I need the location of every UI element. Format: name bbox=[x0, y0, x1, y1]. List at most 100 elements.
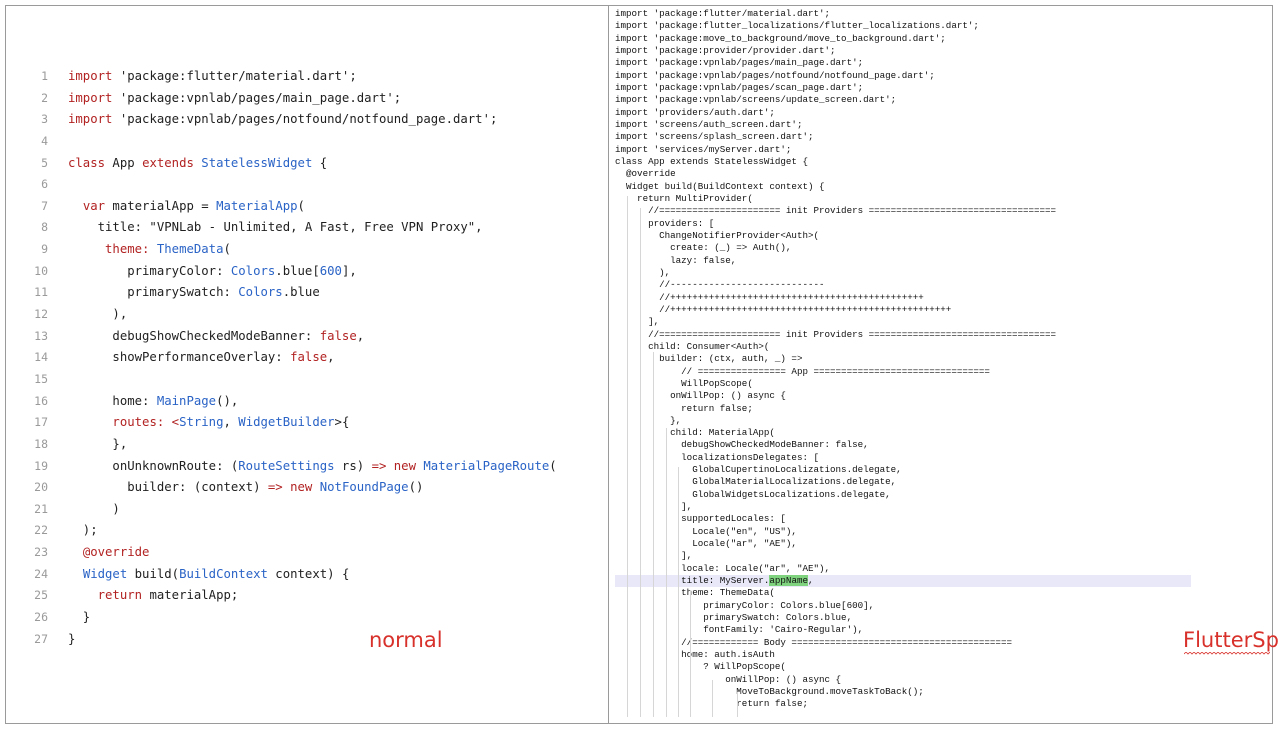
line-code: routes: <String, WidgetBuilder>{ bbox=[112, 415, 350, 430]
code-line: 25 return materialApp; bbox=[6, 585, 606, 607]
code-line: 27} bbox=[6, 629, 606, 651]
code-line: 21 ) bbox=[6, 499, 606, 521]
decompiled-line: supportedLocales: [ bbox=[615, 513, 786, 525]
decompiled-line: //====================== init Providers … bbox=[615, 205, 1057, 217]
line-number: 14 bbox=[34, 350, 48, 365]
decompiled-line: class App extends StatelessWidget { bbox=[615, 155, 808, 167]
line-number: 17 bbox=[34, 415, 48, 430]
right-code-panel: import 'package:flutter/material.dart';i… bbox=[615, 8, 1215, 711]
decompiled-line: return false; bbox=[736, 698, 808, 710]
decompiled-line: ], bbox=[681, 550, 693, 562]
line-number: 21 bbox=[34, 501, 48, 516]
decompiled-line: import 'package:vpnlab/screens/update_sc… bbox=[615, 94, 897, 106]
line-code: Widget build(BuildContext context) { bbox=[82, 566, 350, 581]
line-code: showPerformanceOverlay: false, bbox=[68, 350, 335, 365]
decompiled-line: builder: (ctx, auth, _) => bbox=[615, 353, 803, 365]
decompiled-line: primaryColor: Colors.blue[600], bbox=[615, 599, 875, 611]
decompiled-line: onWillPop: () async { bbox=[615, 673, 842, 685]
line-number: 13 bbox=[34, 328, 48, 343]
decompiled-line: //====================== init Providers … bbox=[615, 328, 1057, 340]
decompiled-line: //++++++++++++++++++++++++++++++++++++++… bbox=[615, 303, 952, 315]
decompiled-line: import 'package:move_to_background/move_… bbox=[615, 32, 946, 44]
decompiled-line: WillPopScope( bbox=[615, 377, 753, 389]
code-line: 8 title: "VPNLab - Unlimited, A Fast, Fr… bbox=[6, 217, 606, 239]
line-code: } bbox=[68, 610, 91, 625]
decompiled-line: import 'package:vpnlab/pages/main_page.d… bbox=[615, 57, 864, 69]
code-line: 9 theme: ThemeData( bbox=[6, 239, 606, 261]
line-number: 4 bbox=[41, 133, 48, 148]
code-line: 2 import 'package:vpnlab/pages/main_page.… bbox=[6, 88, 606, 110]
decompiled-line: GlobalMaterialLocalizations.delegate, bbox=[615, 476, 897, 488]
line-code: onUnknownRoute: (RouteSettings rs) => ne… bbox=[68, 458, 557, 473]
decompiled-line: import 'package:vpnlab/pages/notfound/no… bbox=[615, 69, 935, 81]
decompiled-line: title: MyServer.appName, bbox=[615, 575, 1191, 588]
decompiled-line: Widget build(BuildContext context) { bbox=[615, 180, 825, 192]
decompiled-line: theme: ThemeData( bbox=[615, 587, 775, 599]
line-number: 26 bbox=[34, 610, 48, 625]
decompiled-line: import 'providers/auth.dart'; bbox=[615, 106, 775, 118]
code-line: 14 showPerformanceOverlay: false, bbox=[6, 347, 606, 369]
code-line: 13 debugShowCheckedModeBanner: false, bbox=[6, 326, 606, 348]
left-caption: normal bbox=[369, 628, 443, 652]
indent-guide bbox=[678, 467, 679, 717]
decompiled-line: ], bbox=[681, 501, 693, 513]
line-code: import 'package:vpnlab/pages/main_page.d… bbox=[68, 90, 402, 105]
line-code: ), bbox=[68, 307, 128, 322]
code-line: 19 onUnknownRoute: (RouteSettings rs) =>… bbox=[6, 456, 606, 478]
decompiled-line: import 'package:flutter/material.dart'; bbox=[615, 8, 831, 19]
decompiled-line: child: Consumer<Auth>( bbox=[615, 340, 770, 352]
line-number: 7 bbox=[41, 198, 48, 213]
decompiled-line: return MultiProvider( bbox=[615, 192, 753, 204]
decompiled-line: lazy: false, bbox=[615, 254, 737, 266]
code-line: 16 home: MainPage(), bbox=[6, 391, 606, 413]
line-code: ) bbox=[68, 501, 120, 516]
indent-guide bbox=[712, 680, 713, 717]
decompiled-line: GlobalWidgetsLocalizations.delegate, bbox=[615, 488, 891, 500]
code-line: 23 @override bbox=[6, 542, 606, 564]
code-line: 15 bbox=[6, 369, 606, 391]
decompiled-line: import 'package:flutter_localizations/fl… bbox=[615, 20, 979, 32]
line-number: 20 bbox=[34, 480, 48, 495]
line-number: 8 bbox=[41, 220, 48, 235]
line-number: 12 bbox=[34, 307, 48, 322]
line-number: 27 bbox=[34, 631, 48, 646]
decompiled-line: localizationsDelegates: [ bbox=[615, 451, 819, 463]
highlighted-token: appName bbox=[769, 575, 808, 587]
code-line: 12 ), bbox=[6, 304, 606, 326]
indent-guide bbox=[627, 196, 628, 717]
decompiled-line: providers: [ bbox=[615, 217, 715, 229]
decompiled-line: locale: Locale("ar", "AE"), bbox=[615, 562, 831, 574]
line-number: 15 bbox=[34, 371, 48, 386]
decompiled-line: import 'package:provider/provider.dart'; bbox=[615, 44, 836, 56]
decompiled-line: // ================ App ================… bbox=[615, 365, 990, 377]
line-number: 3 bbox=[41, 112, 48, 127]
decompiled-line: }, bbox=[615, 414, 682, 426]
decompiled-line: ), bbox=[615, 266, 671, 278]
line-code: theme: ThemeData( bbox=[105, 242, 231, 257]
line-number: 23 bbox=[34, 545, 48, 560]
decompiled-line: //============ Body ====================… bbox=[615, 636, 1012, 648]
comparison-frame bbox=[5, 5, 1273, 724]
decompiled-line: import 'screens/splash_screen.dart'; bbox=[615, 131, 814, 143]
line-number: 11 bbox=[34, 285, 48, 300]
decompiled-line: Locale("en", "US"), bbox=[615, 525, 797, 537]
decompiled-line: home: auth.isAuth bbox=[615, 649, 775, 661]
indent-guide bbox=[666, 428, 667, 717]
line-number: 19 bbox=[34, 458, 48, 473]
line-code: var materialApp = MaterialApp( bbox=[82, 198, 305, 213]
spellcheck-squiggle bbox=[1184, 652, 1270, 655]
line-code: home: MainPage(), bbox=[68, 393, 239, 408]
right-caption: FlutterSpy bbox=[1183, 628, 1279, 652]
code-line: 17 routes: <String, WidgetBuilder>{ bbox=[6, 412, 606, 434]
decompiled-line: ? WillPopScope( bbox=[615, 661, 786, 673]
line-number: 24 bbox=[34, 566, 48, 581]
decompiled-line: MoveToBackground.moveTaskToBack(); bbox=[615, 686, 924, 698]
code-line: 7 var materialApp = MaterialApp( bbox=[6, 196, 606, 218]
code-line: 18 }, bbox=[6, 434, 606, 456]
code-line: 10 primaryColor: Colors.blue[600], bbox=[6, 261, 606, 283]
line-number: 2 bbox=[41, 90, 48, 105]
